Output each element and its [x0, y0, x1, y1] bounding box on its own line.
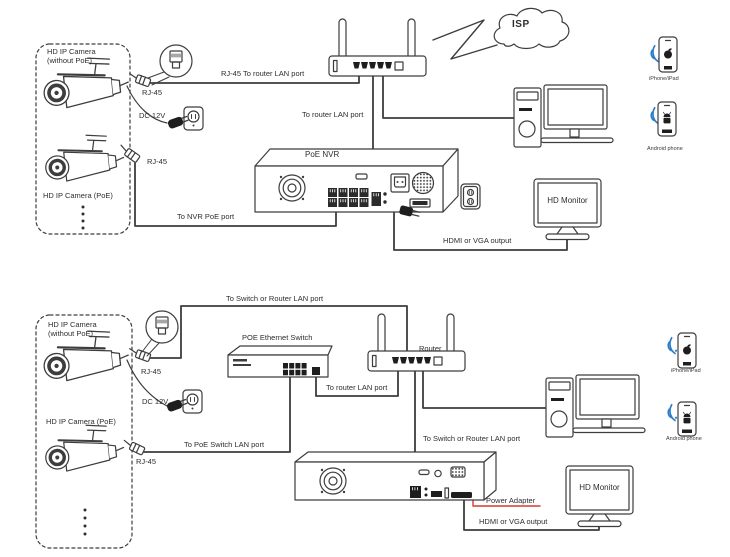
android-icon-bottom	[677, 401, 697, 437]
nvr-speaker-grille	[411, 171, 435, 195]
cables-bottom	[126, 305, 600, 531]
label-cam1-top-line1: HD IP Camera	[47, 47, 96, 56]
hd-ip-camera-poe-icon-top	[41, 129, 128, 185]
nvr-poe-port-block	[328, 188, 381, 207]
nvr-power-inlet	[390, 173, 410, 193]
rj45-plug-cam1-bottom	[126, 346, 152, 363]
label-cam2-top: HD IP Camera (PoE)	[43, 191, 113, 200]
label-isp: ISP	[512, 19, 530, 30]
wall-outlet-icon	[460, 183, 481, 210]
cable-router-to-pc-bottom	[422, 370, 547, 409]
label-to-switch-or-router-top: To Switch or Router LAN port	[226, 294, 324, 303]
label-hdmi-vga-top: HDMI or VGA output	[443, 236, 512, 245]
hd-monitor-icon-bottom	[565, 465, 634, 528]
iphone-icon-bottom	[677, 332, 697, 369]
label-cam1-bottom-line1: HD IP Camera	[48, 320, 97, 329]
nvr-power-plug-icon	[399, 205, 421, 217]
iphone-icon-top	[658, 36, 678, 73]
cable-cam2-to-switch	[143, 375, 291, 453]
poe-ethernet-switch-device	[227, 345, 333, 378]
label-rj45-cam1-top: RJ-45	[142, 88, 163, 97]
hd-ip-camera-poe-icon-bottom	[41, 419, 128, 475]
label-rj45-cam1-bottom: RJ-45	[141, 367, 162, 376]
dc12v-outlet-icon-bottom	[182, 389, 203, 414]
cable-nvr-to-monitor-top	[393, 206, 568, 251]
label-hdmi-vga-bottom: HDMI or VGA output	[479, 517, 548, 526]
label-power-adapter: Power Adapter	[486, 496, 536, 505]
label-hd-monitor-top: HD Monitor	[547, 196, 588, 205]
hd-monitor-icon-top	[533, 178, 602, 241]
router-icon-top	[328, 18, 427, 77]
rj45-plug-cam2-top	[116, 142, 141, 164]
switch-uplink-port	[312, 367, 320, 375]
nvr2-hdmi-port	[451, 492, 472, 498]
label-iphone-bottom: iPhone/iPad	[671, 368, 701, 374]
rj45-connector-magnifier-top	[147, 44, 193, 86]
cable-cam1-to-router-bottom	[148, 305, 408, 359]
label-rj45-cam2-bottom: RJ-45	[136, 457, 157, 466]
label-dc12v-top: DC 12V	[139, 111, 166, 120]
label-rj45-cam2-top: RJ-45	[147, 157, 168, 166]
label-android-top: Android phone	[647, 146, 683, 152]
wifi-icon-android-bottom	[665, 403, 679, 423]
android-icon-top	[657, 101, 677, 137]
label-to-router-lan-bottom: To router LAN port	[326, 383, 388, 392]
label-hd-monitor-bottom: HD Monitor	[579, 483, 620, 492]
label-to-switch-or-router-mid: To Switch or Router LAN port	[423, 434, 521, 443]
label-cam1-top-line2: (without PoE)	[47, 56, 93, 65]
cable-nvr-to-monitor-bottom	[463, 499, 600, 531]
cable-cam1-to-router-top	[148, 75, 360, 84]
cable-cam1-dc-power-bottom	[126, 359, 168, 407]
label-poe-nvr: PoE NVR	[305, 150, 340, 159]
cable-switch-to-router	[315, 370, 399, 397]
nvr-usb-port	[355, 173, 368, 180]
label-poe-ethernet-switch: POE Ethernet Switch	[242, 333, 313, 342]
nvr-device-bottom	[294, 451, 497, 501]
isp-cloud	[493, 7, 570, 50]
router-icon-bottom	[367, 313, 466, 372]
label-router: Router	[419, 344, 442, 353]
label-android-bottom: Android phone	[666, 436, 702, 442]
lightning-link-icon	[432, 19, 498, 60]
computer-icon-bottom	[545, 374, 646, 438]
rj45-plug-cam1-top	[126, 71, 152, 88]
switch-port-block	[283, 363, 320, 376]
label-to-nvr-poe-port: To NVR PoE port	[177, 212, 235, 221]
label-iphone-top: iPhone/iPad	[649, 76, 679, 82]
nvr2-usb-slot	[418, 469, 430, 476]
ellipsis-dots-top	[81, 205, 85, 230]
dc12v-outlet-icon-top	[183, 106, 204, 131]
nvr2-lan-port	[410, 486, 421, 498]
nvr-hdmi-port	[409, 198, 431, 208]
cable-cam2-to-nvr-poe	[134, 162, 337, 227]
rj45-plug-cam2-bottom	[121, 438, 146, 456]
label-dc12v-bottom: DC 12V	[142, 397, 169, 406]
wifi-icon-iphone-bottom	[665, 336, 679, 356]
poe-nvr-device	[254, 148, 459, 213]
rj45-connector-magnifier-bottom	[141, 310, 179, 357]
label-cam2-bottom: HD IP Camera (PoE)	[46, 417, 116, 426]
camera-group-box-bottom	[35, 314, 133, 549]
label-to-poe-switch-lan: To PoE Switch LAN port	[184, 440, 265, 449]
power-adapter-pointer-red	[472, 498, 541, 507]
camera-group-box-top	[35, 43, 131, 235]
nvr2-usb-port	[431, 491, 442, 497]
nvr2-audio-port	[434, 469, 442, 478]
computer-icon-top	[513, 84, 614, 148]
nvr-uplink-port	[371, 192, 381, 206]
label-to-router-lan-top: To router LAN port	[302, 110, 364, 119]
nvr2-power-port	[444, 487, 450, 499]
label-rj45-to-router-lan: RJ-45 To router LAN port	[221, 69, 305, 78]
label-cam1-bottom-line2: (without PoE)	[48, 329, 94, 338]
nvr2-vga-port	[450, 466, 466, 478]
ellipsis-dots-bottom	[83, 508, 87, 536]
cable-router-to-pc-top	[382, 75, 515, 119]
